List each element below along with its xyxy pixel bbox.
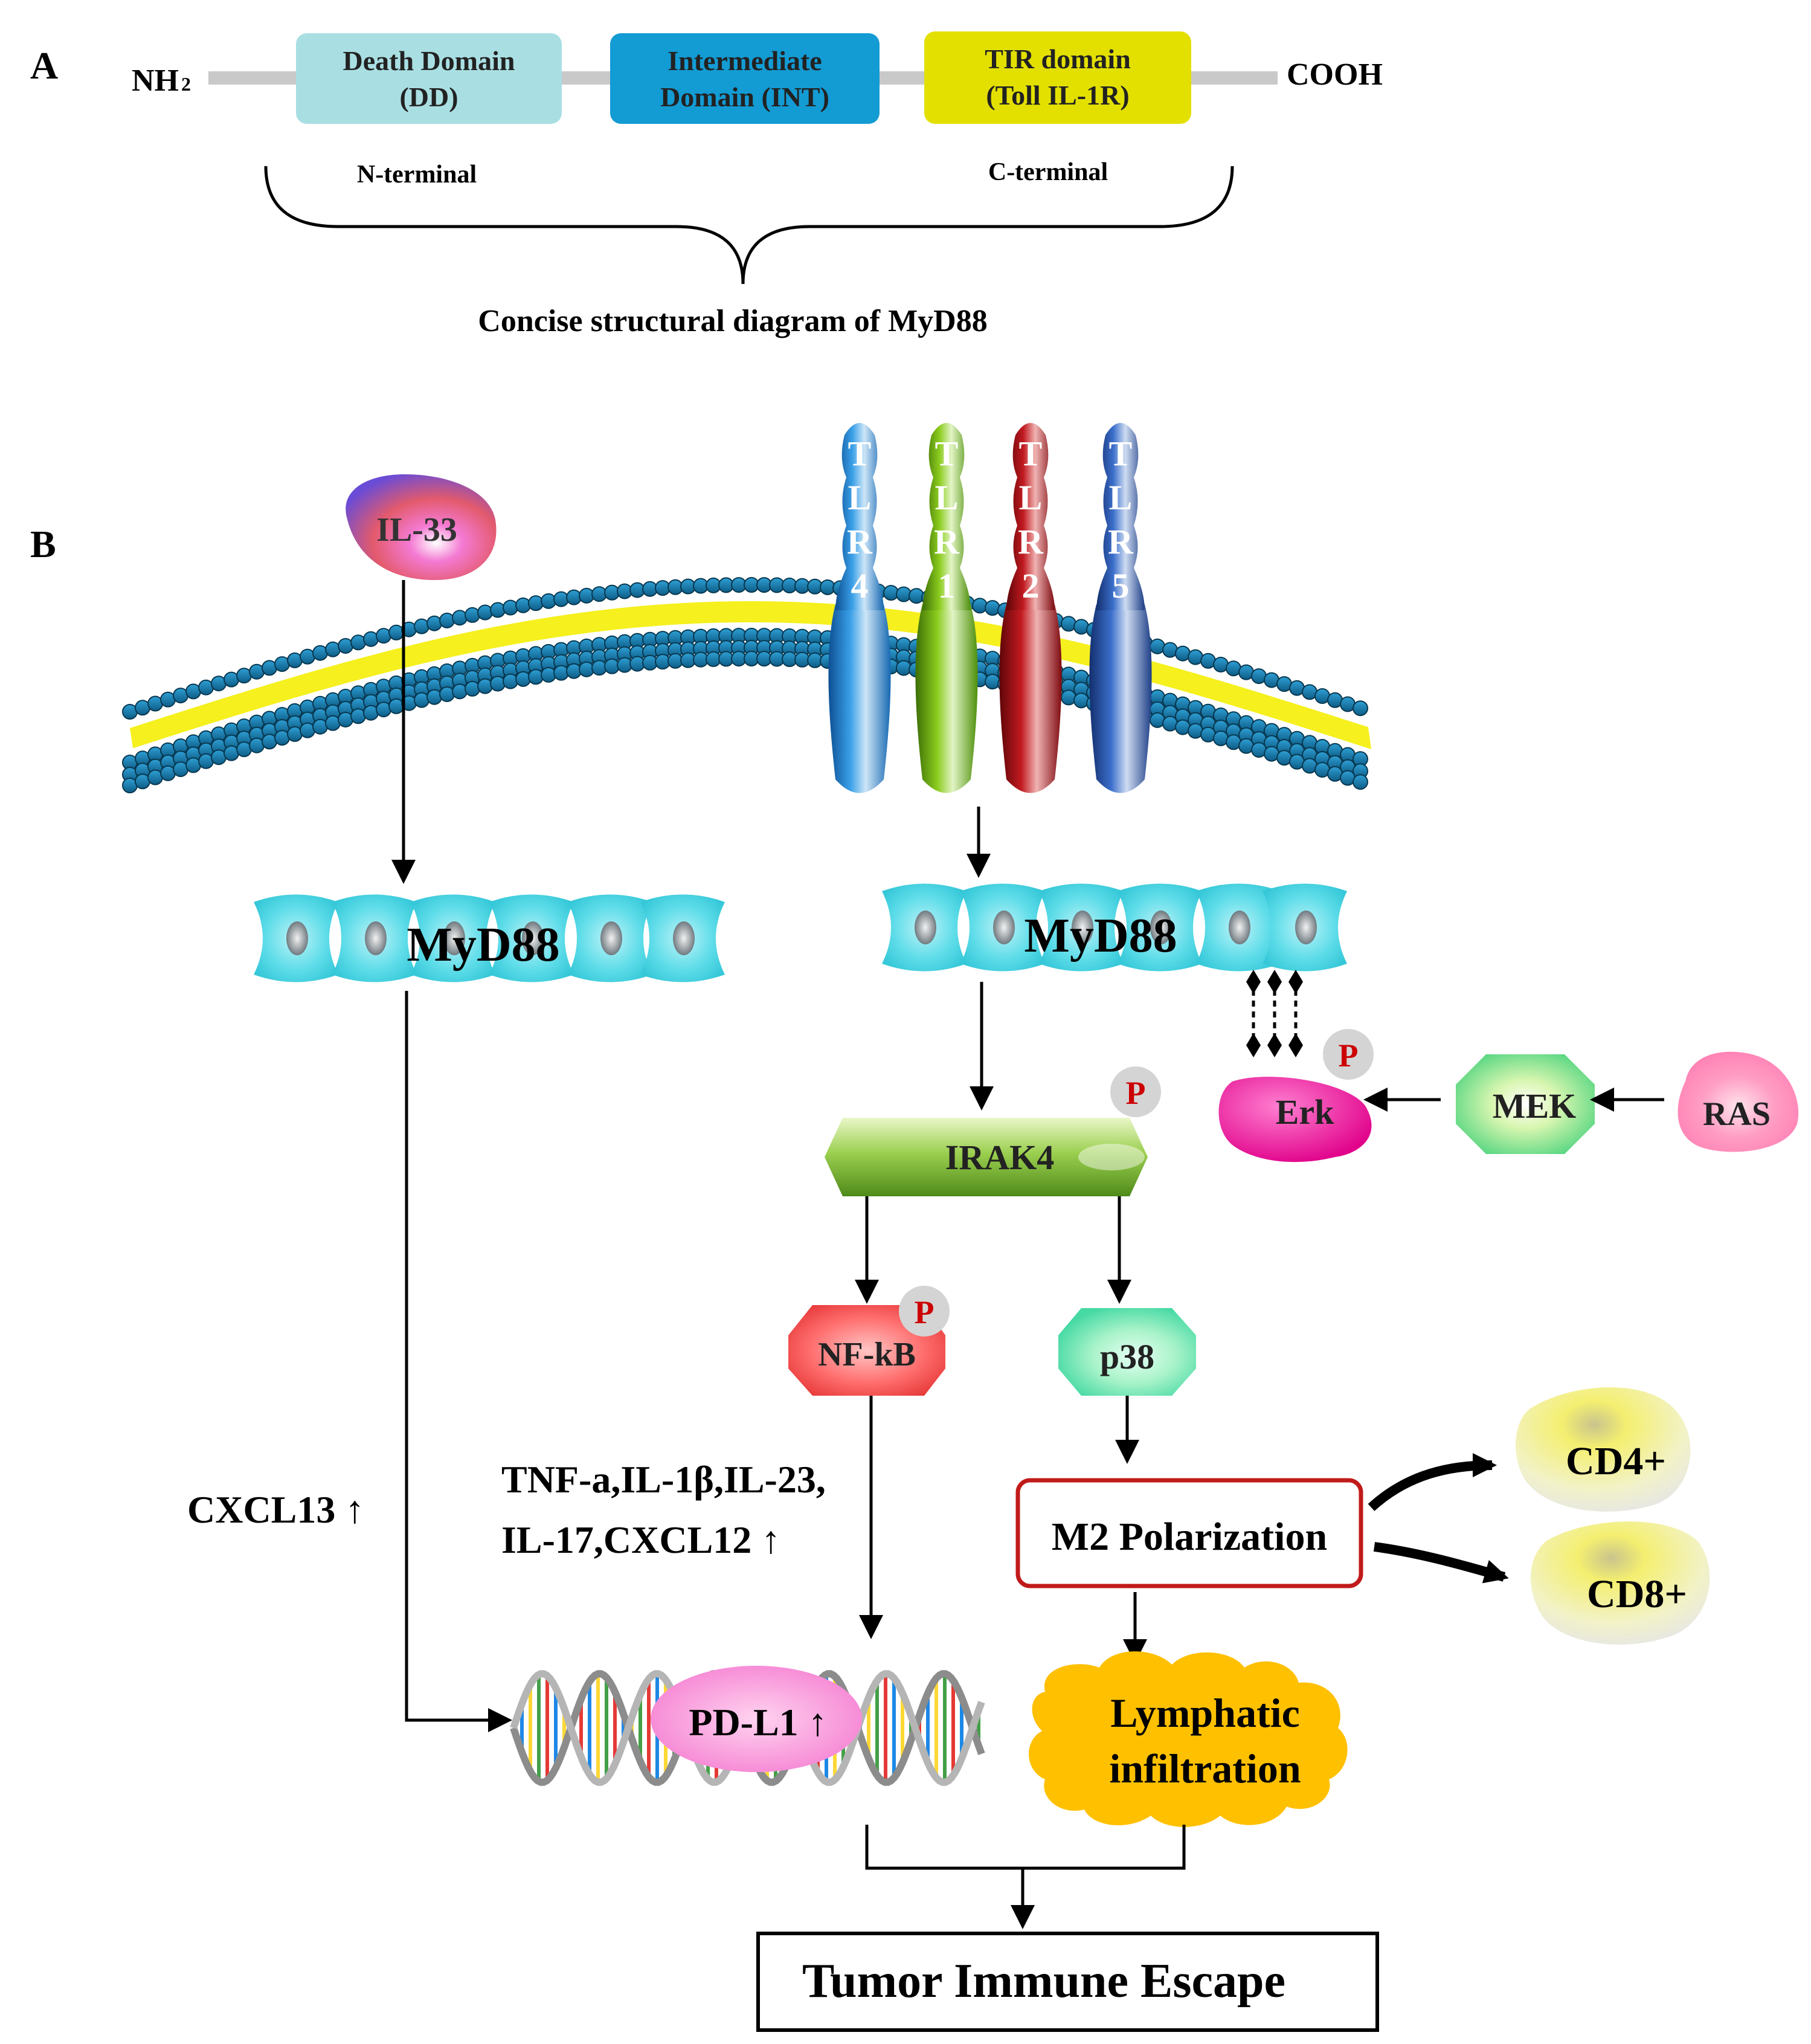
svg-text:CD4+: CD4+: [1566, 1439, 1666, 1483]
tlr-letter: T: [1019, 434, 1043, 473]
svg-text:2: 2: [181, 73, 191, 95]
svg-text:P: P: [1339, 1037, 1359, 1074]
tlr-letter: L: [848, 478, 872, 517]
svg-text:Lymphatic: Lymphatic: [1110, 1690, 1300, 1736]
svg-text:IL-33: IL-33: [376, 511, 457, 549]
tlr-receptor-2: TLR 1: [915, 423, 978, 793]
tlr-letter: 4: [851, 566, 869, 605]
cooh-label: COOH: [1287, 57, 1383, 92]
svg-text:infiltration: infiltration: [1109, 1746, 1301, 1791]
svg-text:PD-L1 ↑: PD-L1 ↑: [689, 1701, 827, 1744]
c-terminal-label: C-terminal: [988, 158, 1108, 186]
svg-text:TIR domain: TIR domain: [985, 44, 1131, 74]
tlr-letter: R: [1018, 522, 1044, 561]
il33-ligand: IL-33: [346, 474, 497, 580]
svg-text:Erk: Erk: [1276, 1092, 1334, 1132]
n-terminal-label: N-terminal: [357, 161, 477, 189]
cytokines-line1: TNF-a,IL-1β,IL-23,: [501, 1458, 826, 1501]
svg-text:Tumor Immune Escape: Tumor Immune Escape: [802, 1955, 1285, 2008]
arrow-m2-cd8: [1373, 1542, 1509, 1584]
erk-phospho-badge: P: [1323, 1029, 1374, 1080]
tlr-letter: 5: [1112, 566, 1130, 605]
tumor-immune-escape-box: Tumor Immune Escape: [756, 1932, 1379, 2032]
brace: [264, 166, 1234, 285]
svg-text:P: P: [1126, 1075, 1146, 1111]
myd88-right-label: MyD88: [1024, 909, 1177, 962]
p38-node: p38: [1058, 1308, 1196, 1396]
svg-text:M2 Polarization: M2 Polarization: [1052, 1515, 1327, 1559]
panel-a-caption: Concise structural diagram of MyD88: [478, 304, 987, 338]
cytokines-line2: IL-17,CXCL12 ↑: [501, 1518, 780, 1561]
nh2-label: NH 2: [132, 63, 191, 98]
pdl1-node: PD-L1 ↑: [651, 1666, 862, 1772]
m2-polarization-box: M2 Polarization: [1015, 1478, 1363, 1588]
tlr-letter: R: [847, 522, 873, 561]
cd8-cell: CD8+: [1530, 1521, 1710, 1645]
tlr-receptor-3: TLR 2: [999, 423, 1062, 793]
irak4-phospho-badge: P: [1110, 1066, 1161, 1117]
cxcl13-label: CXCL13 ↑: [187, 1488, 364, 1531]
tlr-letter: L: [1019, 478, 1043, 517]
tlr-letter: R: [1108, 522, 1134, 561]
svg-text:RAS: RAS: [1703, 1095, 1771, 1133]
arrow-myd88-dna: [405, 991, 512, 1732]
myd88-left-label: MyD88: [407, 918, 559, 972]
lymphatic-infiltration-cloud: Lymphatic infiltration: [1029, 1651, 1348, 1827]
erk-node: Erk: [1218, 1077, 1372, 1162]
svg-text:Intermediate: Intermediate: [667, 45, 822, 76]
cd4-cell: CD4+: [1515, 1387, 1691, 1512]
svg-text:NF-kB: NF-kB: [818, 1336, 916, 1373]
domain-tir: TIR domain (Toll IL-1R): [924, 31, 1191, 124]
tlr-letter: T: [1109, 434, 1133, 473]
tlr-letter: 1: [938, 566, 956, 605]
myd88-left: [254, 894, 725, 982]
domain-dd: Death Domain (DD): [296, 33, 562, 124]
svg-text:MEK: MEK: [1493, 1086, 1577, 1126]
svg-text:Death Domain: Death Domain: [343, 45, 515, 76]
svg-text:CD8+: CD8+: [1587, 1572, 1687, 1616]
irak4-node: IRAK4: [825, 1118, 1148, 1196]
tlr-letter: L: [1109, 478, 1133, 517]
tlr-receptor-1: TLR 4: [828, 423, 891, 793]
svg-text:(DD): (DD): [399, 82, 458, 112]
svg-text:NH: NH: [132, 63, 179, 98]
svg-text:p38: p38: [1100, 1337, 1154, 1376]
svg-text:(Toll IL-1R): (Toll IL-1R): [986, 80, 1129, 111]
panel-a-label: A: [30, 44, 58, 87]
myd88-erk-interaction: [1246, 970, 1303, 1057]
mek-node: MEK: [1456, 1054, 1595, 1154]
tlr-letter: L: [935, 478, 959, 517]
cell-membrane: [122, 577, 1371, 793]
panel-b-label: B: [30, 523, 56, 566]
ras-node: RAS: [1678, 1051, 1799, 1152]
arrow-m2-cd4: [1368, 1453, 1497, 1511]
escape-bracket: [865, 1825, 1186, 1870]
tlr-letter: T: [935, 434, 959, 473]
tlr-letter: 2: [1022, 566, 1040, 605]
nfkb-phospho-badge: P: [899, 1286, 950, 1336]
tlr-letter: R: [934, 522, 960, 561]
svg-text:IRAK4: IRAK4: [945, 1138, 1054, 1177]
svg-text:Domain (INT): Domain (INT): [660, 82, 829, 112]
myd88-right: [882, 883, 1347, 972]
domain-int: Intermediate Domain (INT): [610, 33, 880, 124]
svg-text:P: P: [915, 1294, 934, 1330]
tlr-letter: T: [848, 434, 872, 473]
tlr-receptor-4: TLR 5: [1089, 423, 1152, 793]
